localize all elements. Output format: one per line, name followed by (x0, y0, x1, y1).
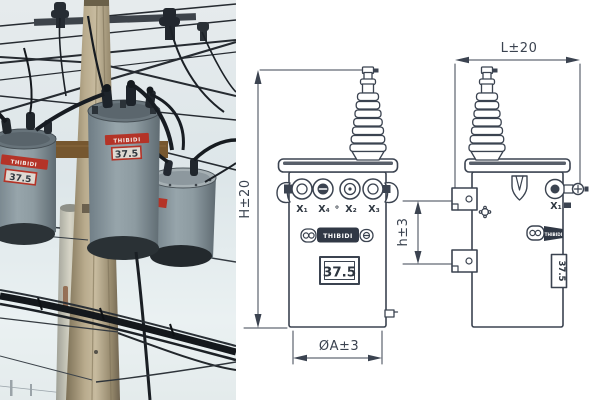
brand-label: THIBIDI (113, 137, 141, 144)
nameplate-front: THIBIDI (300, 227, 374, 243)
rating-text: 37.5 (323, 265, 356, 281)
side-view: L±20 (396, 41, 589, 328)
hv-bushing-front-icon (349, 66, 387, 161)
rating-label: 37.5 (9, 173, 32, 186)
terminal-label-x2: X₂ (345, 204, 357, 215)
insulator-icon (159, 8, 180, 40)
terminal-mark (564, 202, 571, 208)
lv-bushing-side-icon (544, 178, 589, 200)
tank-lid-front (277, 158, 399, 173)
photo-pole-transformers: THIBIDI 37.5 (0, 0, 236, 400)
transformer-left: THIBIDI 37.5 (0, 47, 57, 245)
bracket-dim-label: h±3 (396, 218, 411, 247)
ground-bolt-icon (478, 205, 492, 219)
lv-bushing-x2-icon (339, 178, 361, 200)
lv-bushing-x1-icon (284, 178, 313, 200)
terminal-label-side: X₁ (550, 201, 562, 212)
length-dimension: L±20 (454, 41, 581, 193)
mounting-bracket-top (451, 187, 478, 211)
diameter-dimension: ØA±3 (292, 330, 383, 365)
jumper-wires-top (58, 17, 236, 113)
rating-label: 37.5 (115, 148, 139, 160)
terminal-label-x4: X₄ (318, 204, 330, 215)
top-crossarm (33, 13, 197, 26)
height-dim-label: H±20 (238, 179, 253, 218)
hv-bushing-side-icon (468, 66, 506, 161)
length-dim-label: L±20 (501, 41, 538, 56)
nameplate-side: THIBIDI (526, 225, 563, 241)
drain-valve-icon (384, 309, 399, 318)
height-dimension: H±20 (238, 69, 368, 329)
lv-bushing-x4-icon (312, 178, 334, 200)
lv-bushing-x3-icon (362, 178, 391, 200)
rating-text-side: 37.5 (556, 261, 566, 282)
terminal-label-x1: X₁ (296, 204, 308, 215)
terminal-label-x3: X₃ (368, 204, 380, 215)
mounting-bracket-bottom (451, 249, 478, 273)
terminal-labels: X₁ X₄ ∘ X₂ X₃ (296, 202, 380, 215)
cable-bundle-lower (0, 289, 236, 383)
technical-drawing: H±20 (238, 41, 589, 365)
distant-powerlines (0, 380, 65, 396)
nameplate-text: THIBIDI (323, 233, 353, 240)
rating-plate-front: 37.5 (319, 256, 360, 285)
hanger-lug-notch (515, 175, 524, 191)
bracket-spacing-dimension: h±3 (396, 200, 453, 265)
rating-plate-side: 37.5 (550, 253, 568, 289)
brand-label: THIBIDI (10, 159, 37, 168)
nameplate-text-side: THIBIDI (545, 232, 563, 237)
tank-lid-side (464, 158, 571, 173)
terminal-neutral-dot: ∘ (334, 202, 340, 213)
diameter-dim-label: ØA±3 (319, 339, 359, 354)
front-view: H±20 (238, 66, 399, 365)
